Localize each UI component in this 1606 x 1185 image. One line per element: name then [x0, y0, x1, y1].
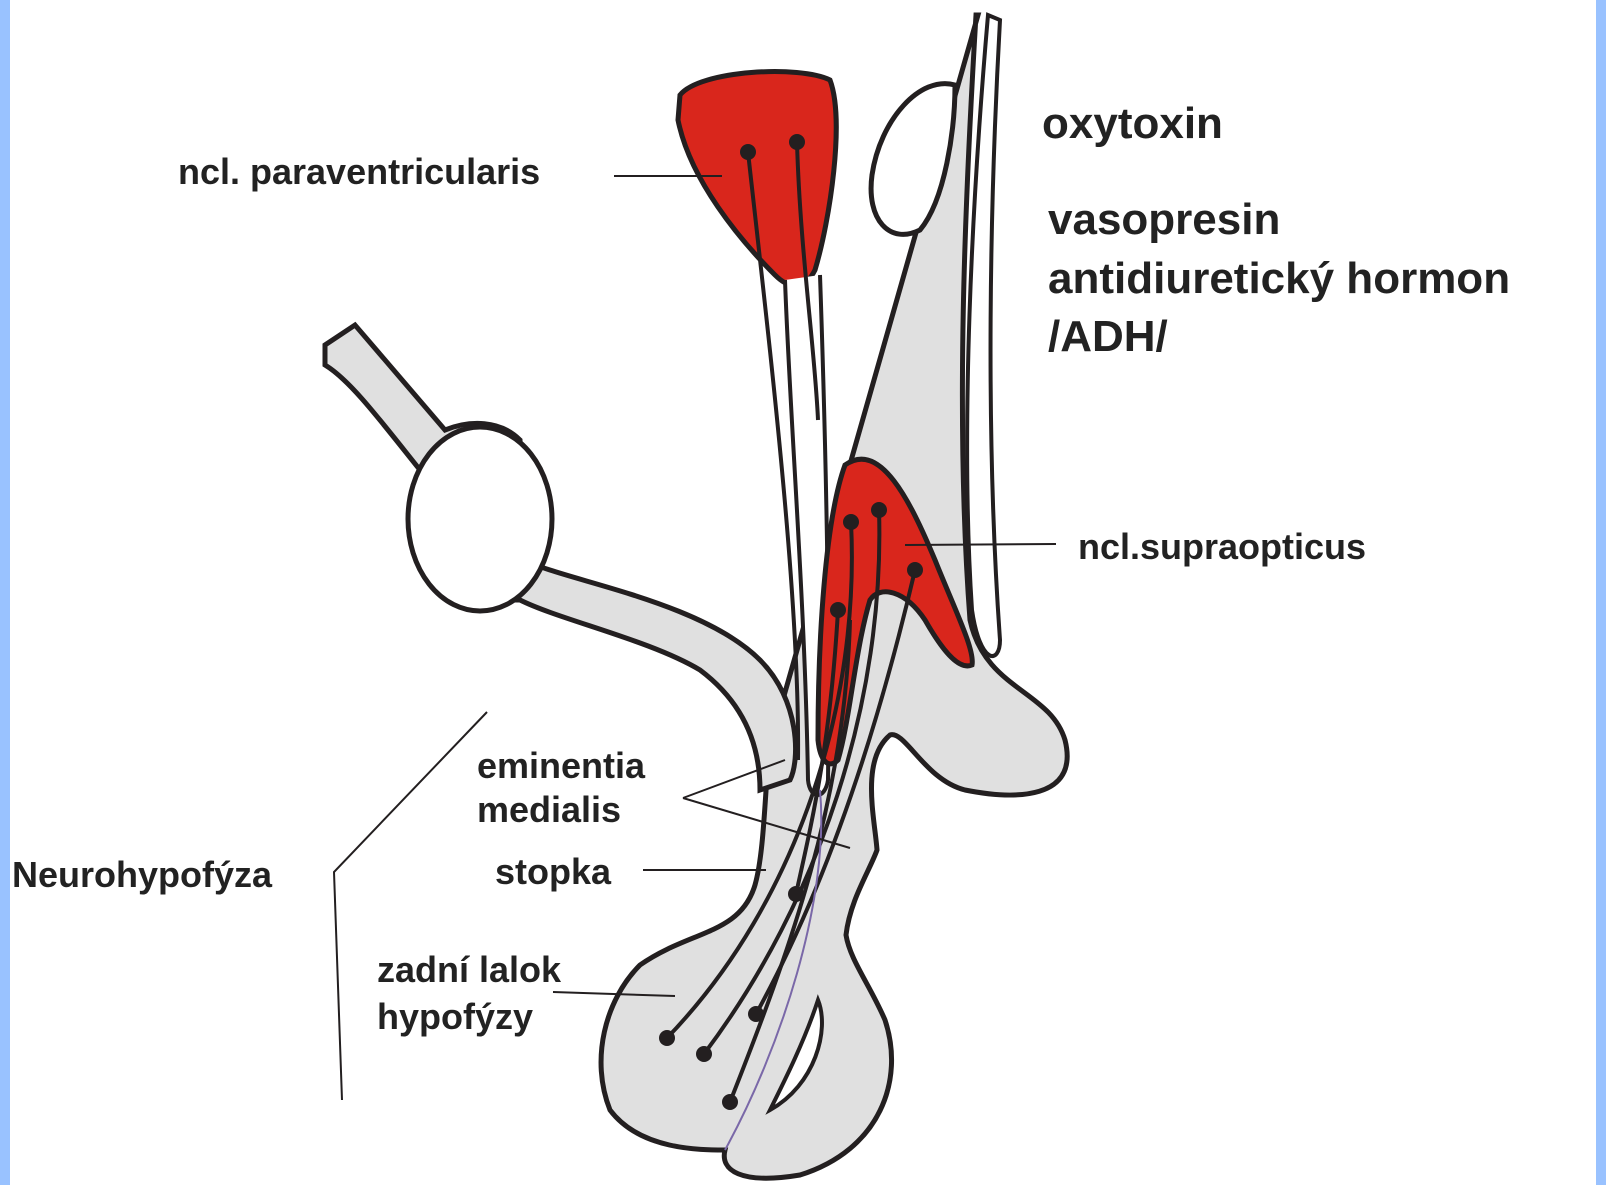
optic-tract	[325, 325, 796, 790]
label-eminentia: eminentia	[477, 746, 645, 786]
label-oxytoxin: oxytoxin	[1042, 100, 1223, 148]
label-vasopresin: vasopresin	[1048, 196, 1280, 244]
label-paraventricularis: ncl. paraventricularis	[178, 152, 540, 192]
neuron-body	[843, 514, 859, 530]
axon-terminal	[722, 1094, 738, 1110]
paraventricular-nucleus	[678, 72, 836, 286]
neuron-body	[907, 562, 923, 578]
label-supraopticus: ncl.supraopticus	[1078, 527, 1366, 567]
label-hypofyzy: hypofýzy	[377, 997, 533, 1037]
axon-terminal	[696, 1046, 712, 1062]
label-zadni-lalok: zadní lalok	[377, 950, 561, 990]
neuron-body	[789, 134, 805, 150]
axon-terminal	[788, 886, 804, 902]
label-antidiuretic-hormone: antidiuretický hormon	[1048, 255, 1510, 303]
leader-line-supraopticus	[905, 544, 1056, 545]
label-stopka: stopka	[495, 852, 611, 892]
axon-terminal	[748, 1006, 764, 1022]
neuron-body	[871, 502, 887, 518]
label-medialis: medialis	[477, 790, 621, 830]
label-neurohypofyza: Neurohypofýza	[12, 855, 272, 895]
neuron-body	[740, 144, 756, 160]
neurohypofyza-bracket	[334, 712, 487, 1100]
optic-chiasm	[408, 427, 552, 611]
axon-terminal	[659, 1030, 675, 1046]
label-adh: /ADH/	[1048, 313, 1168, 361]
neuron-body	[830, 602, 846, 618]
